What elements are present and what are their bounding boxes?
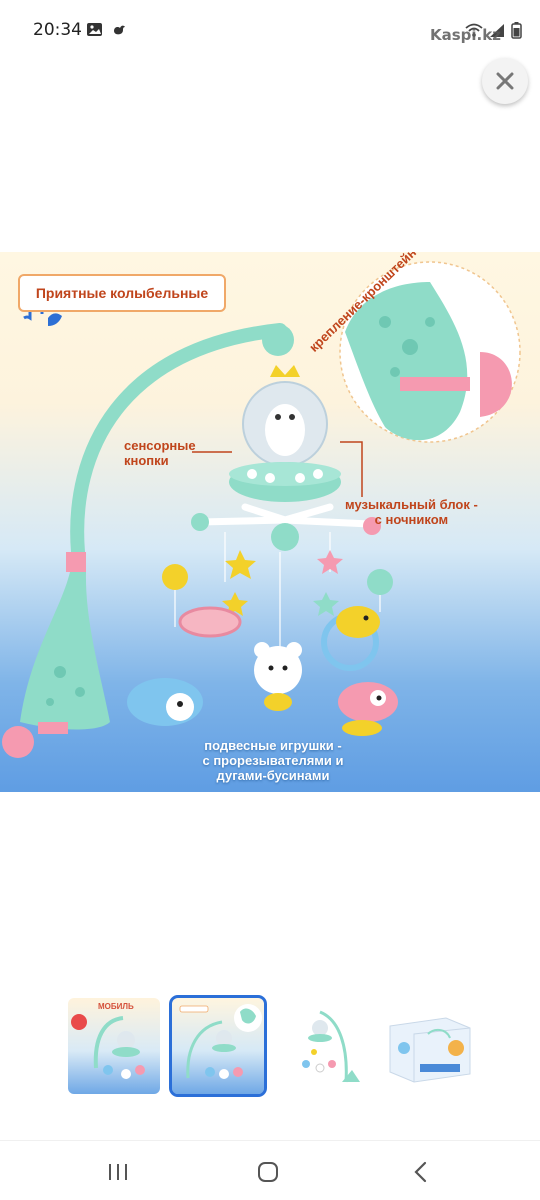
thumbnail-1-label: МОБИЛЬ (98, 1002, 134, 1011)
status-time: 20:34 (33, 20, 82, 40)
system-status-icons (465, 22, 522, 39)
thumbnail-2[interactable] (169, 995, 267, 1097)
recents-icon (109, 1164, 127, 1180)
home-button[interactable] (248, 1157, 288, 1187)
back-icon (414, 1161, 427, 1183)
mobile-illustration (2, 261, 521, 758)
label-music-unit: музыкальный блок - с ночником (345, 497, 478, 527)
thumbnail-1-image (71, 1014, 145, 1079)
pink-fish-toy (338, 682, 398, 736)
image-icon (87, 23, 102, 36)
watermark: Kaspi.kz (430, 26, 501, 44)
thumbnail-2-image (179, 1004, 262, 1079)
dolphin-toy-left (127, 678, 203, 726)
battery-icon (511, 22, 522, 39)
thumbnail-4-image (389, 1017, 471, 1083)
label-hanging-toys: подвесные игрушки - с прорезывателями и … (202, 738, 344, 783)
thumbnail-strip: МОБИЛЬ (0, 995, 540, 1098)
dolphin-toy-right (336, 606, 380, 638)
label-touch-buttons: сенсорные кнопки (124, 438, 196, 468)
home-icon (258, 1162, 278, 1182)
bear-toy (254, 642, 302, 711)
notification-icons (86, 22, 128, 37)
thumbnail-3[interactable] (290, 998, 382, 1094)
thumbnail-3-image (302, 1010, 360, 1083)
wifi-icon (465, 23, 483, 37)
bird-icon (114, 25, 125, 35)
signal-icon (490, 24, 504, 37)
label-lullabies: Приятные колыбельные (18, 274, 226, 312)
recents-button[interactable] (98, 1157, 138, 1187)
product-main-image[interactable]: Приятные колыбельные сенсорные кнопки кр… (0, 252, 540, 792)
close-icon (496, 72, 514, 90)
close-button[interactable] (482, 58, 528, 104)
thumbnail-1[interactable]: МОБИЛЬ (68, 998, 160, 1094)
back-button[interactable] (400, 1157, 440, 1187)
thumbnail-4[interactable] (384, 998, 476, 1094)
status-bar: 20:34 (0, 0, 540, 60)
navigation-bar (0, 1140, 540, 1200)
